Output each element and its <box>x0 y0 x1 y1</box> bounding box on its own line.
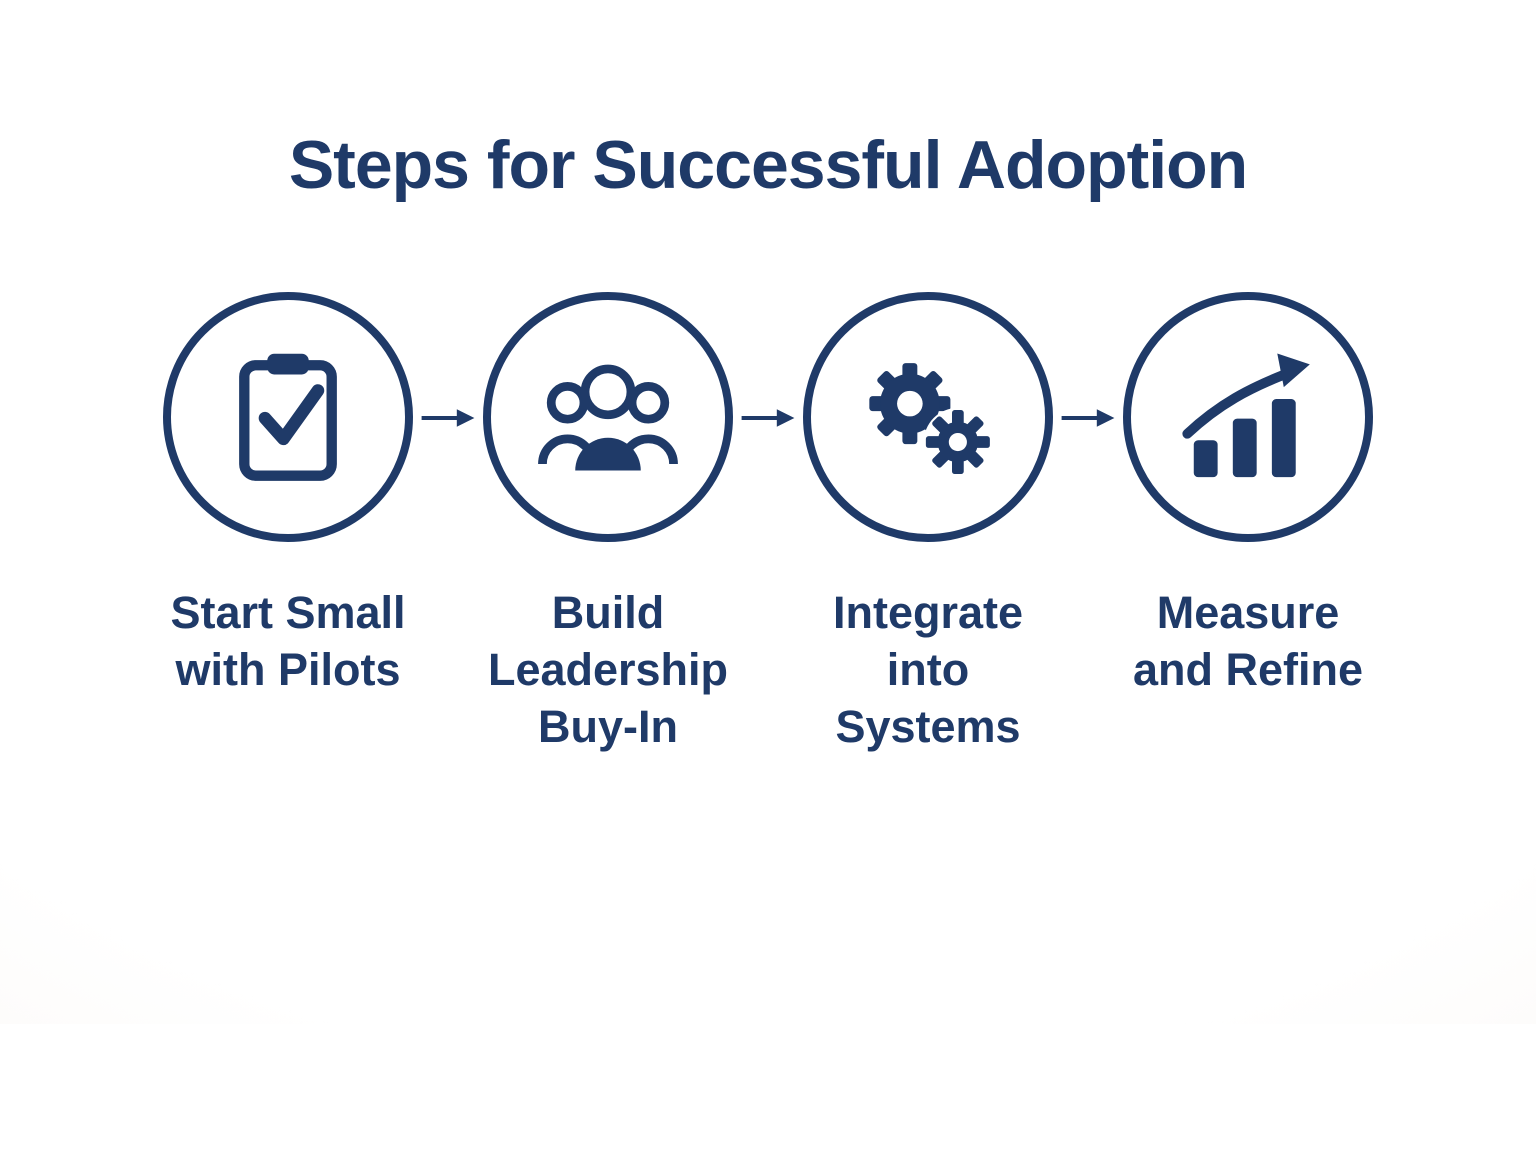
growth-chart-icon <box>1182 353 1310 477</box>
team-icon <box>538 364 678 471</box>
arrow-right-icon <box>1061 409 1115 427</box>
arrow-right-icon <box>741 409 795 427</box>
step-circle <box>1123 292 1373 542</box>
gears-icon <box>869 362 992 476</box>
step-label: Measure and Refine <box>1132 587 1364 696</box>
step-integrate: Integrate into Systems <box>797 292 1059 755</box>
steps-flow: Start Small with Pilots Build Leaders <box>0 292 1536 755</box>
step-circle <box>483 292 733 542</box>
step-measure: Measure and Refine <box>1117 292 1379 698</box>
step-circle <box>163 292 413 542</box>
clipboard-check-icon <box>239 353 337 481</box>
step-leadership: Build Leadership Buy-In <box>477 292 739 755</box>
arrow-right-icon <box>421 409 475 427</box>
infographic-canvas: Steps for Successful Adoption Start Smal… <box>0 126 1536 755</box>
step-label: Start Small with Pilots <box>170 587 406 696</box>
step-label: Build Leadership Buy-In <box>487 587 729 753</box>
step-label: Integrate into Systems <box>832 587 1024 753</box>
page-title: Steps for Successful Adoption <box>288 127 1248 203</box>
step-start-small: Start Small with Pilots <box>157 292 419 698</box>
step-circle <box>803 292 1053 542</box>
